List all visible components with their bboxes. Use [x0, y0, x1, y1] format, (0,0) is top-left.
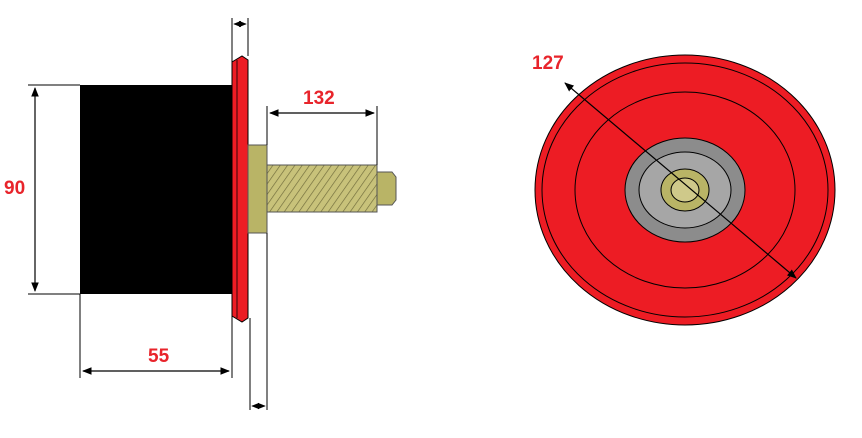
height-label: 90: [4, 178, 25, 199]
front-view: 127: [532, 53, 836, 326]
black-body: [80, 85, 232, 294]
shaft-length-label: 132: [303, 88, 335, 109]
height-dimension: 90: [4, 84, 80, 295]
brass-flange: [247, 144, 268, 234]
shaft-length-dimension: 132: [266, 88, 378, 165]
body-length-dimension: 55: [79, 294, 233, 378]
threaded-shaft: [266, 164, 378, 213]
flange-thickness-bottom: [249, 233, 268, 410]
diameter-label: 127: [532, 53, 564, 74]
body-length-label: 55: [148, 346, 170, 367]
brass-center-inner: [670, 177, 700, 203]
diameter-dimension-line: [564, 82, 797, 279]
side-view: 90 55 132: [4, 18, 397, 410]
disc-thickness-top: [231, 18, 249, 62]
disc-ring-outer: [541, 62, 829, 318]
shaft-tip: [376, 171, 397, 206]
red-disc-profile: [231, 55, 249, 323]
